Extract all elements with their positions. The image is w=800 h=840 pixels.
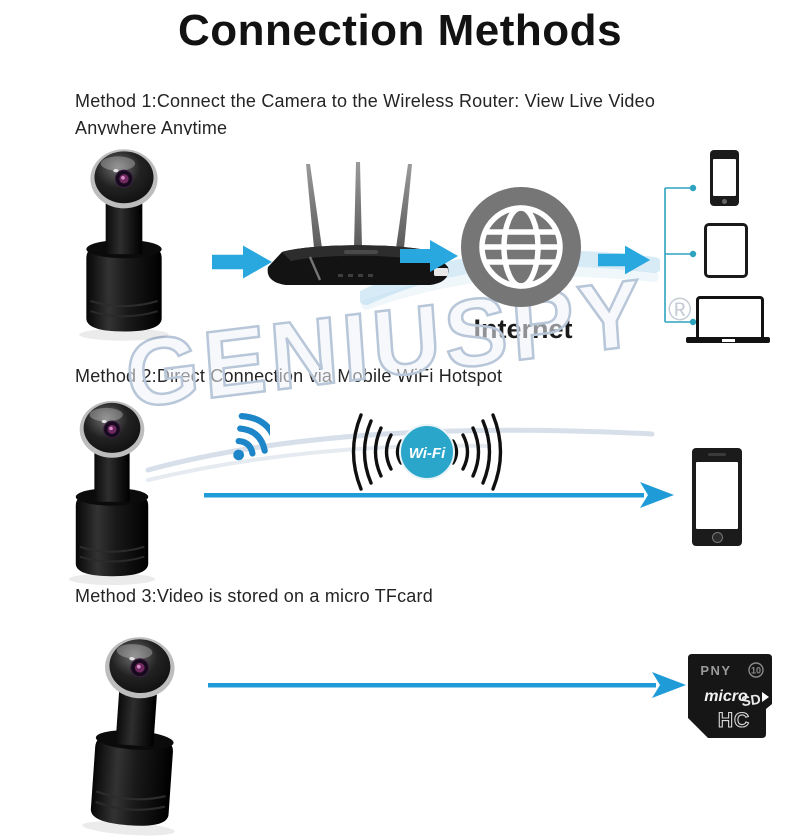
wireless-router bbox=[267, 162, 449, 285]
wifi-signal-icon bbox=[233, 413, 270, 461]
camera-illustration-2 bbox=[67, 400, 157, 586]
camera-illustration-1 bbox=[78, 148, 170, 342]
method1-heading: Method 1:Connect the Camera to the Wirel… bbox=[75, 91, 656, 135]
camera-illustration-3 bbox=[80, 633, 190, 839]
micro-sd-card: PNY 10 micro SD HC bbox=[688, 654, 772, 738]
smartphone-icon-method2 bbox=[692, 448, 742, 546]
smartphone-icon bbox=[710, 150, 739, 206]
arrow-camera-to-tfcard bbox=[208, 672, 686, 698]
sd-class-label: 10 bbox=[751, 666, 761, 676]
phone-speaker bbox=[708, 453, 726, 456]
wifi-hotspot-badge: Wi-Fi bbox=[351, 413, 503, 491]
sd-hc-label: HC bbox=[718, 709, 750, 732]
sd-brand-label: PNY bbox=[700, 663, 731, 678]
method3-heading: Method 3:Video is stored on a micro TFca… bbox=[75, 586, 433, 606]
tablet-icon bbox=[704, 223, 748, 278]
arrow-camera-to-phone bbox=[204, 482, 674, 508]
arrow-internet-to-devices bbox=[598, 245, 651, 275]
internet-label: Internet bbox=[473, 314, 573, 344]
registered-trademark: ® bbox=[668, 291, 692, 327]
device-bracket-connector bbox=[664, 184, 697, 326]
wifi-badge-label: Wi-Fi bbox=[409, 445, 446, 462]
sd-sd-label: SD bbox=[740, 691, 761, 710]
method2-heading: Method 2:Direct Connection via Mobile Wi… bbox=[75, 366, 503, 386]
arrow-router-to-internet bbox=[400, 240, 458, 272]
sd-micro-label: micro bbox=[704, 688, 748, 705]
page-title: Connection Methods bbox=[177, 6, 623, 55]
laptop-icon bbox=[686, 296, 770, 343]
internet-globe-icon bbox=[461, 187, 581, 307]
sd-arrow-glyph bbox=[762, 692, 769, 702]
arrow-camera-to-router bbox=[212, 245, 272, 279]
